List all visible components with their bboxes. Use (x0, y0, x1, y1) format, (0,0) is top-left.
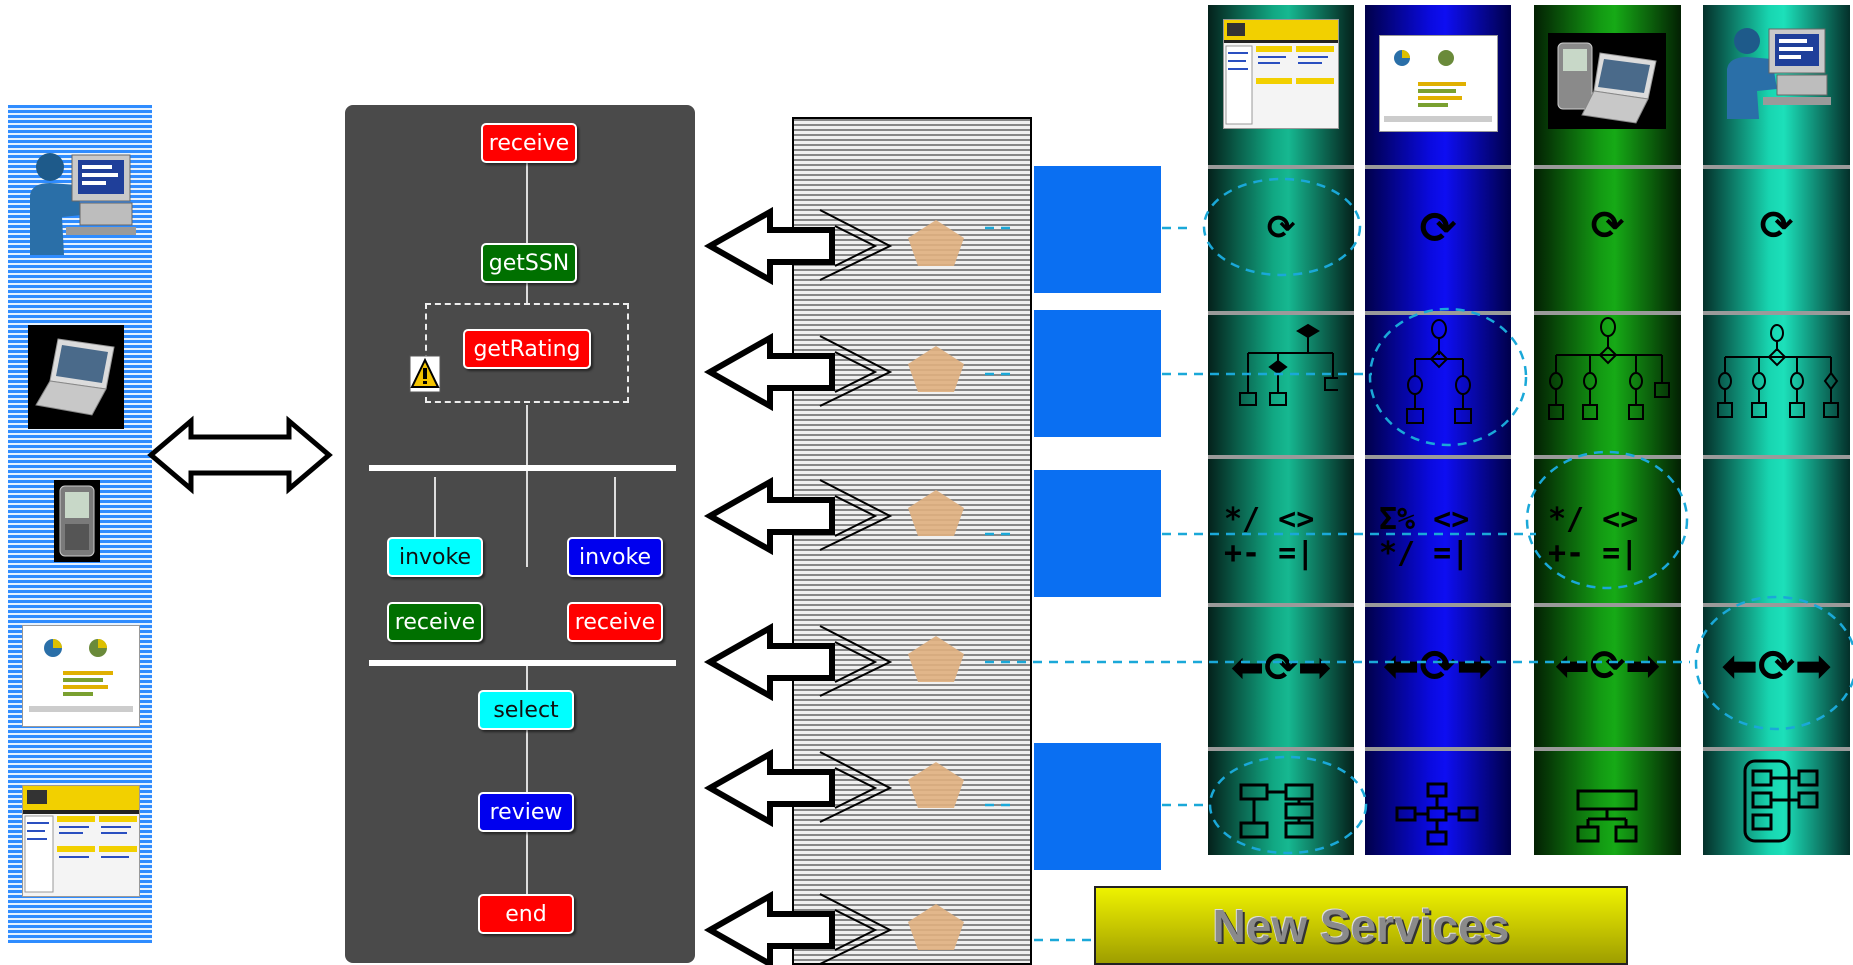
org-chart-icon (1576, 789, 1638, 843)
operators-row-2: +- =| (1548, 536, 1639, 571)
service-column-1: ⟳ */ <>+- =| ⬅⟳➡ (1208, 5, 1354, 855)
node-select[interactable]: select (478, 690, 574, 730)
node-invoke-right[interactable]: invoke (567, 537, 663, 577)
sync-icon: ⟳ (1759, 203, 1794, 249)
node-review[interactable]: review (478, 792, 574, 832)
node-end[interactable]: end (478, 894, 574, 934)
laptop-pda-icon (1548, 33, 1666, 129)
new-services-banner[interactable]: New Services (1094, 886, 1628, 965)
bidirectional-arrow-icon (147, 415, 333, 495)
service-binding-block-4 (1034, 743, 1161, 870)
exception-scope-box: getRating (425, 303, 629, 403)
portal-screenshot-thumbnail (22, 785, 140, 897)
exchange-sync-icon: ⬅⟳➡ (1721, 641, 1832, 692)
warning-icon (409, 355, 441, 393)
exchange-sync-icon: ⬅⟳➡ (1382, 641, 1494, 692)
report-thumbnail (22, 625, 140, 727)
client-devices-column (8, 105, 152, 943)
report-thumbnail (1379, 35, 1498, 132)
exchange-sync-icon: ⬅⟳➡ (1230, 645, 1332, 691)
service-column-2: ⟳ Σ% <>*/ =| ⬅⟳➡ (1365, 5, 1511, 855)
service-binding-block-2 (1034, 310, 1161, 437)
user-workstation-icon (30, 153, 136, 255)
laptop-icon (28, 325, 124, 429)
operators-row-1: */ <> (1548, 502, 1639, 537)
hierarchy-chart-icon (1239, 783, 1314, 839)
pda-icon (54, 480, 100, 562)
operators-row-1: */ <> (1224, 502, 1315, 537)
service-binding-block-1 (1034, 166, 1161, 293)
exchange-sync-icon: ⬅⟳➡ (1554, 641, 1661, 690)
decision-tree-icon (1239, 323, 1338, 406)
portal-screenshot-thumbnail (1223, 19, 1339, 129)
node-get-ssn[interactable]: getSSN (481, 243, 577, 283)
service-column-4: ⟳ ⬅⟳➡ (1703, 5, 1850, 855)
parallel-split-bar (369, 465, 676, 471)
service-binding-block-3 (1034, 470, 1161, 597)
node-get-rating[interactable]: getRating (463, 329, 591, 369)
node-invoke-left[interactable]: invoke (387, 537, 483, 577)
node-receive-left[interactable]: receive (387, 602, 483, 642)
node-receive-top[interactable]: receive (481, 123, 577, 163)
decision-tree-icon (1717, 324, 1839, 418)
decision-tree-icon (1406, 319, 1472, 424)
component-stack-icon (1743, 759, 1819, 843)
adapter-arrows (703, 206, 964, 965)
decision-tree-icon (1548, 317, 1670, 420)
service-column-3: ⟳ */ <>+- =| ⬅⟳➡ (1534, 5, 1681, 855)
parallel-join-bar (369, 660, 676, 666)
network-chart-icon (1395, 782, 1479, 846)
sync-icon: ⟳ (1590, 203, 1625, 249)
operators-row-1: Σ% <> (1379, 502, 1470, 537)
sync-icon: ⟳ (1419, 203, 1457, 254)
sync-icon: ⟳ (1266, 208, 1296, 248)
operators-row-2: +- =| (1224, 536, 1315, 571)
node-receive-right[interactable]: receive (567, 602, 663, 642)
user-workstation-icon (1727, 28, 1831, 119)
process-flow-panel: receive getSSN getRating invoke invoke r… (345, 105, 695, 963)
operators-row-2: */ =| (1379, 536, 1470, 571)
